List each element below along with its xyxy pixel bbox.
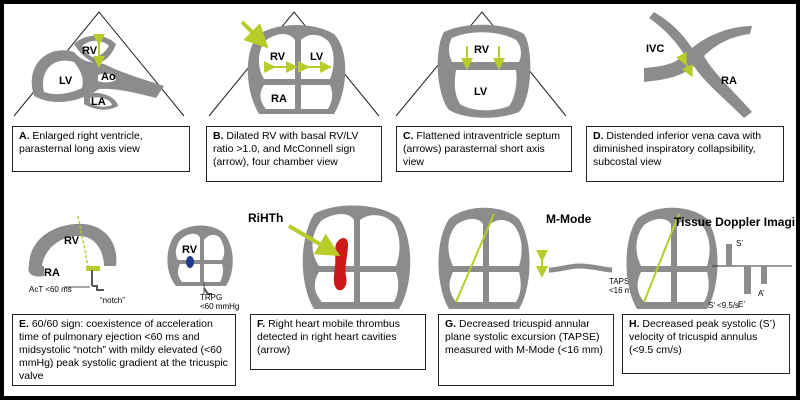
panel-b-illustration: RV LV RA xyxy=(208,11,380,117)
panel-a-illustration: RV LV Ao LA xyxy=(13,11,185,117)
panel-e-illustration: RV RA AcT <60 ms “notch” RV TRPG <60 mmH… xyxy=(28,215,239,311)
label-a-lv: LV xyxy=(59,75,73,87)
label-a-la: LA xyxy=(91,96,106,108)
label-h-s: S’ xyxy=(736,239,743,248)
caption-c-letter: C. xyxy=(403,130,414,142)
label-c-lv: LV xyxy=(474,86,488,98)
figure-artwork: RV LV Ao LA RV LV RA RV LV IVC RA xyxy=(13,11,796,311)
caption-f: F. Right heart mobile thrombus detected … xyxy=(250,314,426,370)
label-g-tapse: TAPSE xyxy=(609,277,635,286)
label-g-tapse-value: <16 mm xyxy=(609,286,638,295)
label-e-trpg-value: <60 mmHg xyxy=(200,302,239,311)
label-b-lv: LV xyxy=(310,51,324,63)
label-a-ao: Ao xyxy=(101,71,116,83)
label-e-ra: RA xyxy=(44,267,60,279)
caption-e-letter: E. xyxy=(19,318,29,330)
label-h-e: E’ xyxy=(738,300,745,309)
caption-d-text: Distended inferior vena cava with dimini… xyxy=(593,130,762,168)
label-h-s95: S’ <9.5/s xyxy=(708,301,739,310)
label-c-rv: RV xyxy=(474,44,490,56)
caption-b: B. Dilated RV with basal RV/LV ratio >1.… xyxy=(206,126,382,182)
label-g-mmode: M-Mode xyxy=(546,212,592,226)
caption-a: A. Enlarged right ventricle, parasternal… xyxy=(12,126,190,172)
label-d-ivc: IVC xyxy=(646,43,664,55)
caption-a-letter: A. xyxy=(19,130,30,142)
label-e-trpg: TRPG xyxy=(200,293,222,302)
caption-e-text: 60/60 sign: coexistence of acceleration … xyxy=(19,318,228,382)
label-f-rihth: RiHTh xyxy=(248,211,283,225)
label-e-notch: “notch” xyxy=(100,296,125,305)
caption-g-text: Decreased tricuspid annular plane systol… xyxy=(445,318,603,356)
caption-f-letter: F. xyxy=(257,318,266,330)
label-h-a: A’ xyxy=(758,289,765,298)
caption-b-letter: B. xyxy=(213,130,224,142)
panel-f-illustration: RiHTh xyxy=(248,205,411,309)
caption-c: C. Flattened intraventricle septum (arro… xyxy=(396,126,572,172)
caption-d: D. Distended inferior vena cava with dim… xyxy=(586,126,784,182)
caption-f-text: Right heart mobile thrombus detected in … xyxy=(257,318,400,356)
caption-a-text: Enlarged right ventricle, parasternal lo… xyxy=(19,130,143,155)
caption-g: G. Decreased tricuspid annular plane sys… xyxy=(438,314,614,386)
caption-b-text: Dilated RV with basal RV/LV ratio >1.0, … xyxy=(213,130,359,168)
panel-c-illustration: RV LV xyxy=(395,11,567,118)
figure-frame: RV LV Ao LA RV LV RA RV LV IVC RA xyxy=(4,4,796,396)
caption-c-text: Flattened intraventricle septum (arrows)… xyxy=(403,130,560,168)
label-e-rv2: RV xyxy=(182,244,198,256)
label-h-tdi: Tissue Doppler Imaging xyxy=(674,215,796,229)
panel-d-illustration: IVC RA xyxy=(644,12,752,118)
caption-d-letter: D. xyxy=(593,130,604,142)
label-b-rv: RV xyxy=(270,51,286,63)
caption-h: H. Decreased peak systolic (S’) velocity… xyxy=(622,314,790,374)
caption-g-letter: G. xyxy=(445,318,457,330)
label-e-act: AcT <60 ms xyxy=(29,285,72,294)
label-e-rv: RV xyxy=(64,235,80,247)
label-d-ra: RA xyxy=(721,75,737,87)
panel-h-illustration: Tissue Doppler Imaging S’ E’ A’ S’ <9.5/… xyxy=(626,207,796,310)
caption-h-text: Decreased peak systolic (S’) velocity of… xyxy=(629,318,776,356)
label-b-ra: RA xyxy=(271,93,287,105)
caption-h-letter: H. xyxy=(629,318,640,330)
caption-e: E. 60/60 sign: coexistence of accelerati… xyxy=(12,314,236,386)
label-a-rv: RV xyxy=(82,45,98,57)
panel-g-illustration: M-Mode TAPSE <16 mm xyxy=(438,207,638,309)
